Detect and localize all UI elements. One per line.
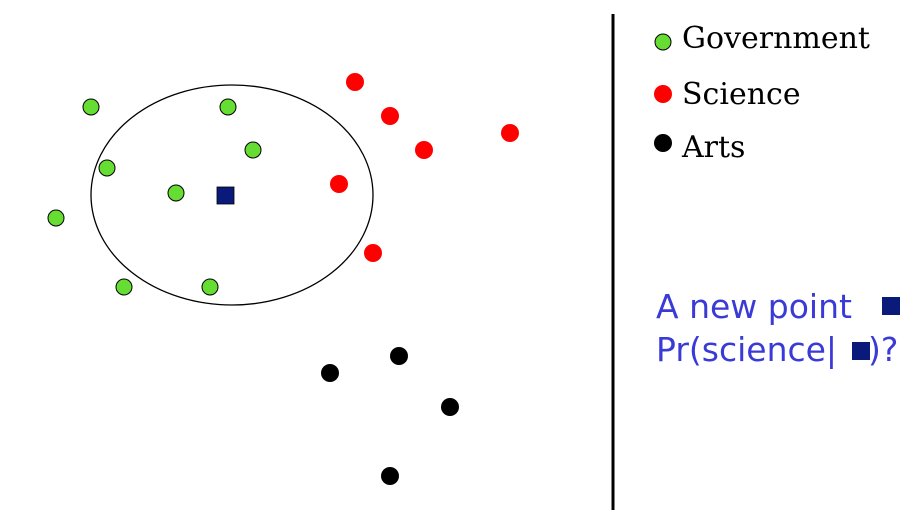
government-point (167, 184, 185, 202)
legend-government-label: Government (682, 21, 870, 56)
legend-science-marker (654, 85, 672, 103)
science-points (330, 73, 519, 262)
arts-point (441, 398, 459, 416)
caption-square-icon-inline (852, 342, 870, 360)
government-point (201, 278, 219, 296)
legend-arts-label: Arts (681, 130, 745, 165)
government-points (47, 98, 262, 296)
arts-points (321, 347, 459, 485)
legend-government-marker (654, 33, 672, 51)
caption: A new point Pr(science| )? (656, 287, 900, 369)
science-point (501, 124, 519, 142)
new-point-square (216, 186, 235, 205)
government-point (244, 141, 262, 159)
arts-point (390, 347, 408, 365)
caption-line1: A new point (656, 287, 852, 326)
science-point (364, 244, 382, 262)
arts-point (381, 467, 399, 485)
legend: Government Science Arts (654, 21, 870, 165)
caption-line2-prefix: Pr(science| (656, 330, 837, 369)
neighborhood-ellipse (90, 84, 374, 306)
arts-point (321, 364, 339, 382)
caption-square-icon (882, 297, 900, 315)
government-point (82, 98, 100, 116)
science-point (330, 175, 348, 193)
government-point (98, 159, 116, 177)
legend-science-label: Science (682, 77, 801, 112)
science-point (415, 141, 433, 159)
government-point (47, 209, 65, 227)
government-point (115, 278, 133, 296)
science-point (346, 73, 364, 91)
government-point (219, 98, 237, 116)
caption-line2-suffix: )? (868, 330, 898, 369)
science-point (381, 107, 399, 125)
legend-arts-marker (654, 134, 672, 152)
